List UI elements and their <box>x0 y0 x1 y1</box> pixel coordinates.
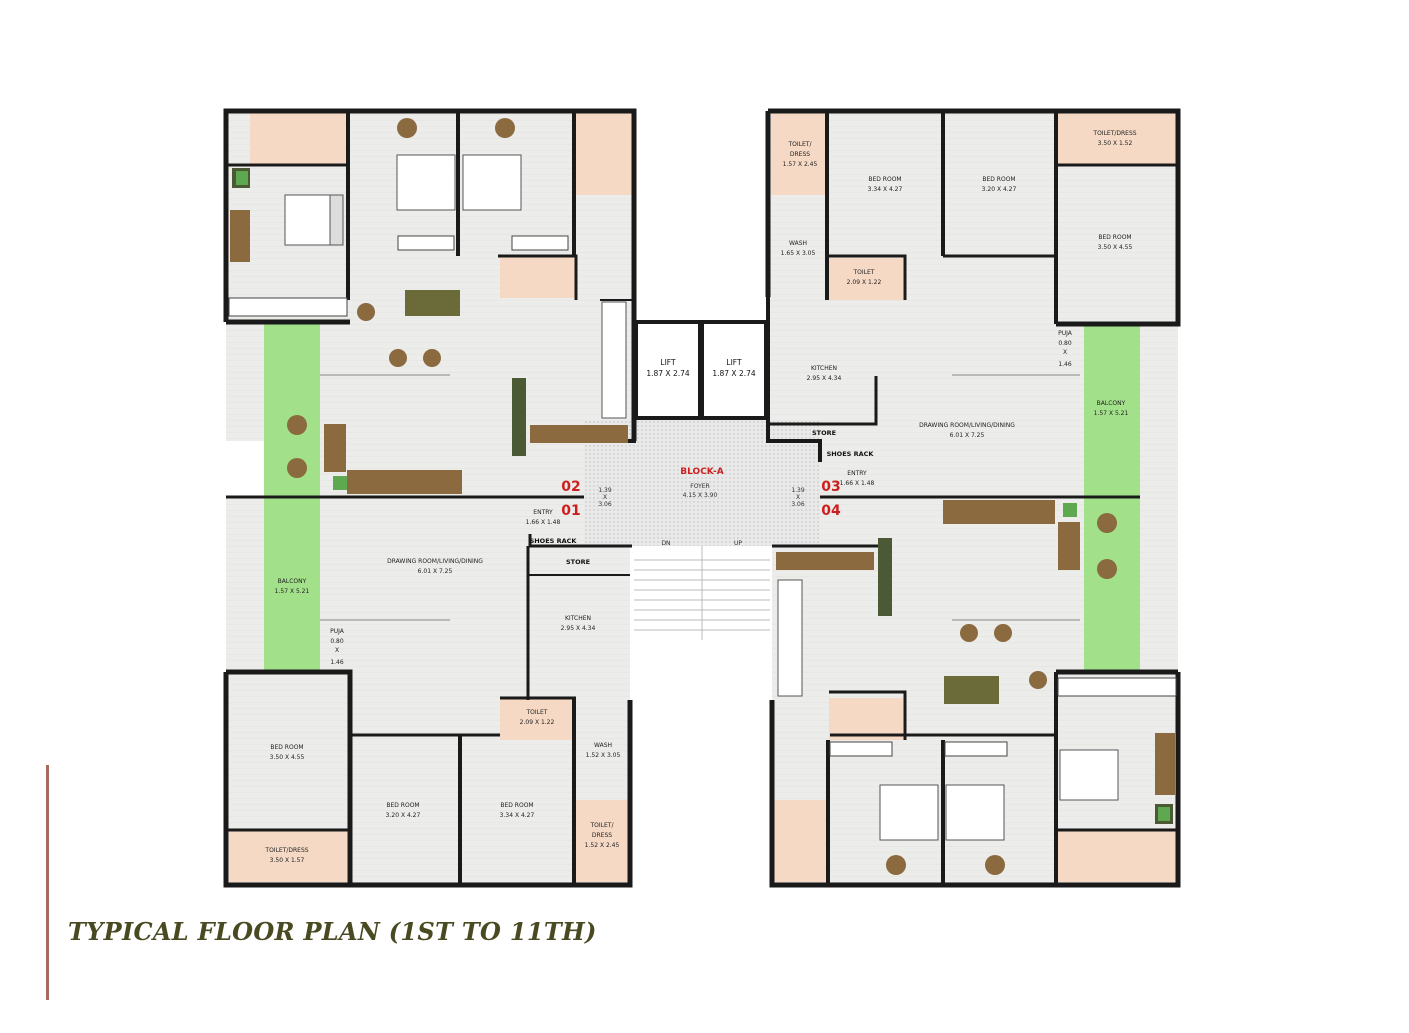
bl-toilet-dress-name: TOILET/DRESS <box>264 847 308 854</box>
unit-bl-labels: ENTRY 1.66 X 1.48 SHOES RACK STORE DRAWI… <box>264 509 620 864</box>
tr-toilet-name: TOILET <box>853 269 875 276</box>
wet-areas <box>229 113 1176 882</box>
bl-toilet-size: 2.09 X 1.22 <box>520 719 555 726</box>
tr-store: STORE <box>812 429 836 437</box>
tr-drawing-name: DRAWING ROOM/LIVING/DINING <box>919 422 1015 429</box>
tr-toilet-dress-size: 1.57 X 2.45 <box>783 161 818 168</box>
tr-toilet-size: 2.09 X 1.22 <box>847 279 882 286</box>
bl-toilet-dress2-name2: DRESS <box>592 832 612 839</box>
bl-wash-size: 1.52 X 3.05 <box>586 752 621 759</box>
plant-icon <box>236 171 1170 821</box>
bl-kitchen-name: KITCHEN <box>565 615 591 622</box>
core-labels: LIFT 1.87 X 2.74 LIFT 1.87 X 2.74 BLOCK-… <box>561 358 841 547</box>
tr-bed2-name: BED ROOM <box>982 176 1015 183</box>
tr-bed3-size: 3.50 X 4.55 <box>1098 244 1133 251</box>
bl-puja-c: 1.46 <box>330 659 344 666</box>
accent-bar <box>46 765 49 1000</box>
unit-02-label: 02 <box>561 479 580 495</box>
tr-toilet-dress2-size: 3.50 X 1.52 <box>1098 140 1133 147</box>
furniture <box>228 118 1177 875</box>
stair-up-label: UP <box>734 540 742 547</box>
tr-entry-size: 1.66 X 1.48 <box>840 480 875 487</box>
bl-puja-b: X <box>335 647 339 654</box>
tr-bed3-name: BED ROOM <box>1098 234 1131 241</box>
unit-tr-labels: TOILET/ DRESS 1.57 X 2.45 BED ROOM 3.34 … <box>781 130 1137 487</box>
tr-puja-a: 0.80 <box>1058 340 1072 347</box>
bl-puja-a: 0.80 <box>330 638 344 645</box>
light-walls <box>320 374 1080 621</box>
tr-puja-name: PUJA <box>1058 330 1073 337</box>
lift-left-name: LIFT <box>660 358 676 367</box>
foyer-size: 4.15 X 3.90 <box>683 492 718 499</box>
bl-entry-name: ENTRY <box>533 509 553 516</box>
unit-01-label: 01 <box>561 503 580 519</box>
tr-balcony-size: 1.57 X 5.21 <box>1094 410 1129 417</box>
balcony-bl <box>264 497 320 670</box>
tr-balcony-name: BALCONY <box>1097 400 1126 407</box>
tr-wash-size: 1.65 X 3.05 <box>781 250 816 257</box>
bl-toilet-dress2-name1: TOILET/ <box>590 822 615 829</box>
bl-bed1-size: 3.50 X 4.55 <box>270 754 305 761</box>
tr-bed1-name: BED ROOM <box>868 176 901 183</box>
lift-right-name: LIFT <box>726 358 742 367</box>
bl-bed3-name: BED ROOM <box>500 802 533 809</box>
bl-wash-name: WASH <box>594 742 612 749</box>
bl-bed2-size: 3.20 X 4.27 <box>386 812 421 819</box>
bl-store: STORE <box>566 558 590 566</box>
bl-balcony-name: BALCONY <box>278 578 307 585</box>
bl-bed1-name: BED ROOM <box>270 744 303 751</box>
bl-toilet-dress2-size: 1.52 X 2.45 <box>585 842 620 849</box>
tr-wash-name: WASH <box>789 240 807 247</box>
bl-shoes-rack: SHOES RACK <box>530 537 578 545</box>
tr-kitchen-size: 2.95 X 4.34 <box>807 375 842 382</box>
tr-drawing-size: 6.01 X 7.25 <box>950 432 985 439</box>
tr-bed2-size: 3.20 X 4.27 <box>982 186 1017 193</box>
passage-right-c: 3.06 <box>791 501 805 508</box>
balcony-tr <box>1084 324 1140 497</box>
tr-puja-b: X <box>1063 349 1067 356</box>
tr-bed1-size: 3.34 X 4.27 <box>868 186 903 193</box>
bl-drawing-name: DRAWING ROOM/LIVING/DINING <box>387 558 483 565</box>
bl-kitchen-size: 2.95 X 4.34 <box>561 625 596 632</box>
bl-balcony-size: 1.57 X 5.21 <box>275 588 310 595</box>
bl-toilet-name: TOILET <box>526 709 548 716</box>
tr-kitchen-name: KITCHEN <box>811 365 837 372</box>
block-label: BLOCK-A <box>680 467 723 477</box>
tr-entry-name: ENTRY <box>847 470 867 477</box>
tr-toilet-dress-name1: TOILET/ <box>788 141 813 148</box>
passage-left-c: 3.06 <box>598 501 612 508</box>
unit-03-label: 03 <box>821 479 840 495</box>
tr-shoes-rack: SHOES RACK <box>827 450 875 458</box>
page-title: TYPICAL FLOOR PLAN (1ST TO 11TH) <box>68 917 597 946</box>
lift-right-size: 1.87 X 2.74 <box>712 369 756 378</box>
walls <box>223 108 1181 888</box>
passage-left-b: X <box>603 494 607 501</box>
unit-04-label: 04 <box>821 503 841 519</box>
bl-toilet-dress-size: 3.50 X 1.57 <box>270 857 305 864</box>
stair-steps <box>634 546 770 640</box>
tr-toilet-dress2-name: TOILET/DRESS <box>1092 130 1136 137</box>
bl-bed3-size: 3.34 X 4.27 <box>500 812 535 819</box>
lift-left-size: 1.87 X 2.74 <box>646 369 690 378</box>
tr-puja-c: 1.46 <box>1058 361 1072 368</box>
bl-puja-name: PUJA <box>330 628 345 635</box>
bl-entry-size: 1.66 X 1.48 <box>526 519 561 526</box>
passage-right-a: 1.39 <box>791 487 805 494</box>
bl-bed2-name: BED ROOM <box>386 802 419 809</box>
passage-left-a: 1.39 <box>598 487 612 494</box>
foyer-name: FOYER <box>690 483 709 490</box>
tr-toilet-dress-name2: DRESS <box>790 151 810 158</box>
bl-drawing-size: 6.01 X 7.25 <box>418 568 453 575</box>
stair-dn-label: DN <box>661 540 670 547</box>
passage-right-b: X <box>796 494 800 501</box>
